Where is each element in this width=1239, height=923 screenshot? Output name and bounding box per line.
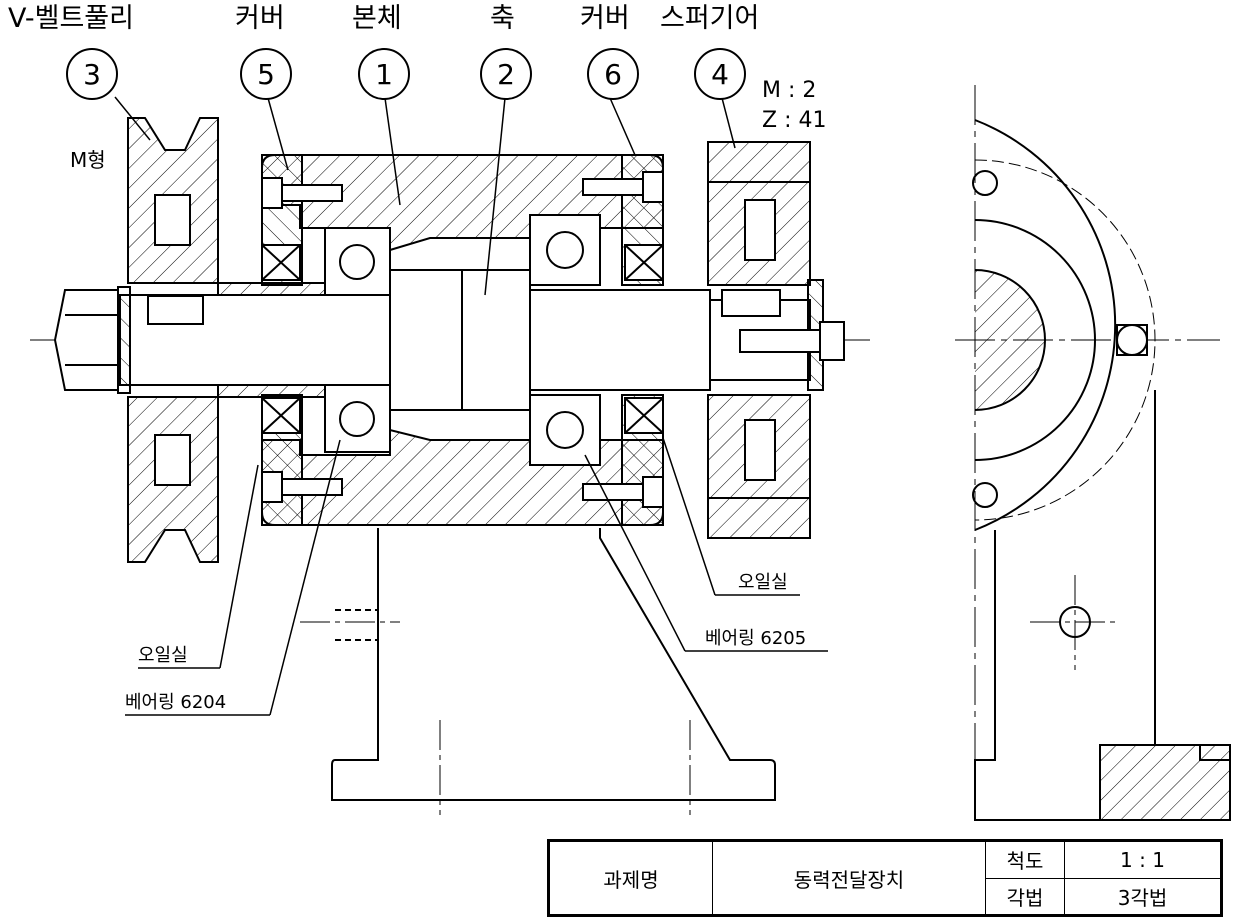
scale-value: 1 : 1 — [1064, 841, 1221, 879]
side-view — [955, 85, 1231, 821]
shaft-nut — [53, 286, 131, 394]
bearing-left — [324, 227, 391, 453]
label-cover-left: 커버 — [235, 3, 285, 34]
balloon-1: 1 — [358, 48, 410, 100]
balloon-4: 4 — [694, 48, 746, 100]
front-stand — [300, 528, 776, 815]
spacer — [217, 282, 326, 296]
callout-oil-seal-right: 오일실 — [738, 572, 788, 593]
label-shaft: 축 — [490, 3, 515, 34]
title-block: 과제명 동력전달장치 척도 1 : 1 각법 3각법 — [547, 839, 1223, 917]
leader-lines — [114, 96, 828, 716]
spacer — [217, 384, 326, 398]
callout-bearing-left: 베어링 6204 — [125, 692, 227, 713]
balloon-3: 3 — [66, 48, 118, 100]
v-belt-pulley — [127, 117, 219, 563]
project-value: 동력전달장치 — [712, 841, 986, 915]
project-label: 과제명 — [549, 841, 713, 915]
oil-seals — [261, 244, 664, 434]
callout-oil-seal-left: 오일실 — [138, 645, 188, 666]
label-body: 본체 — [352, 3, 402, 34]
label-cover-right: 커버 — [580, 3, 630, 34]
pulley-type: M형 — [70, 148, 106, 172]
projection-value: 3각법 — [1064, 877, 1221, 915]
gear-teeth: Z : 41 — [762, 108, 827, 133]
callout-bearing-right: 베어링 6205 — [705, 628, 807, 649]
label-v-belt-pulley: V-벨트풀리 — [8, 3, 134, 34]
balloon-2: 2 — [480, 48, 532, 100]
balloon-5: 5 — [240, 48, 292, 100]
projection-label: 각법 — [985, 877, 1065, 915]
bearing-right — [529, 214, 601, 466]
scale-label: 척도 — [985, 841, 1065, 879]
spur-gear — [707, 141, 845, 539]
label-spur-gear: 스퍼기어 — [660, 3, 760, 34]
balloon-6: 6 — [587, 48, 639, 100]
gear-module: M : 2 — [762, 78, 817, 103]
